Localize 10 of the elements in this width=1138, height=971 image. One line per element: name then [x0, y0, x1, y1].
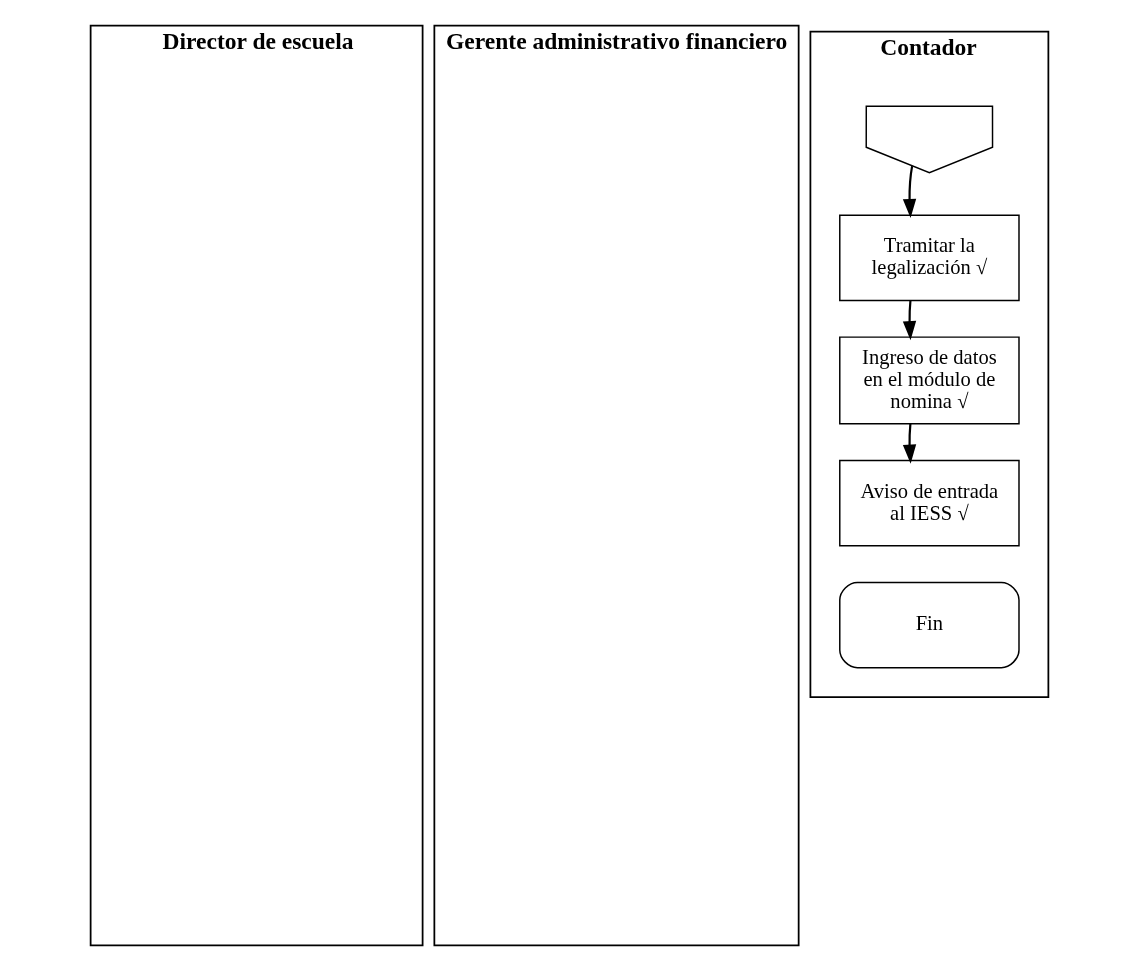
node-box: Aviso de entrada al IESS √	[838, 459, 1020, 547]
node-box: Gerente administrativo financiero	[433, 24, 800, 947]
arrow	[902, 300, 916, 341]
arrow	[902, 166, 916, 219]
node-box: Tramitar la legalización √	[838, 214, 1020, 302]
arrow	[902, 423, 916, 464]
node-box: Fin	[838, 581, 1020, 669]
node-pentagon	[865, 105, 993, 174]
node-box: Ingreso de datos en el módulo de nomina √	[838, 336, 1020, 425]
node-box: Director de escuela	[89, 24, 423, 947]
